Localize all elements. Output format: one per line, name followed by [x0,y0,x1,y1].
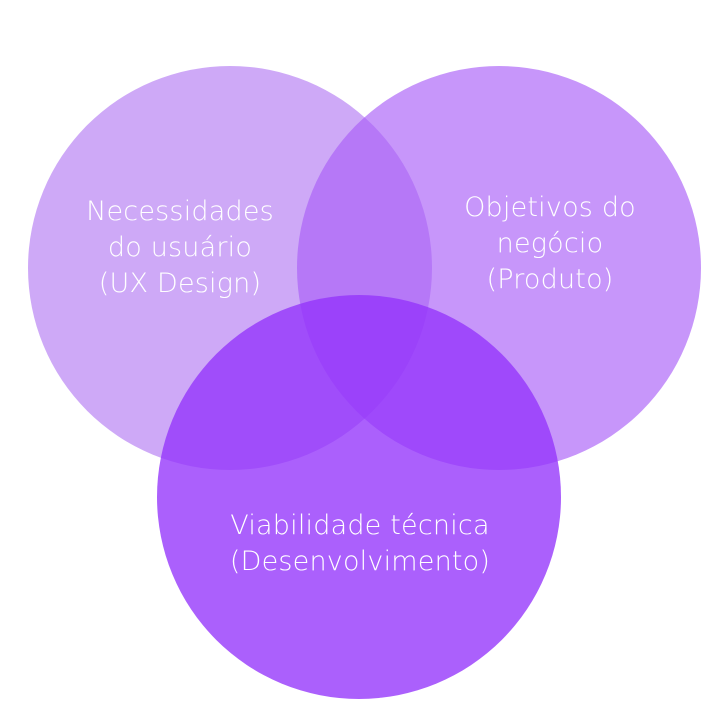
label-user-needs-line-3: (UX Design) [98,268,262,299]
label-technical-feasibility: Viabilidade técnica (Desenvolvimento) [190,508,530,580]
label-user-needs: Necessidades do usuário (UX Design) [40,194,320,302]
label-user-needs-line-2: do usuário [107,232,253,263]
label-user-needs-line-1: Necessidades [86,196,274,227]
label-business-goals-line-1: Objetivos do [464,192,636,223]
circle-dev [157,295,561,699]
label-business-goals: Objetivos do negócio (Produto) [420,190,680,298]
label-technical-feasibility-line-2: (Desenvolvimento) [229,546,491,577]
label-business-goals-line-3: (Produto) [486,264,614,295]
label-technical-feasibility-line-1: Viabilidade técnica [230,510,490,541]
label-business-goals-line-2: negócio [496,228,604,259]
